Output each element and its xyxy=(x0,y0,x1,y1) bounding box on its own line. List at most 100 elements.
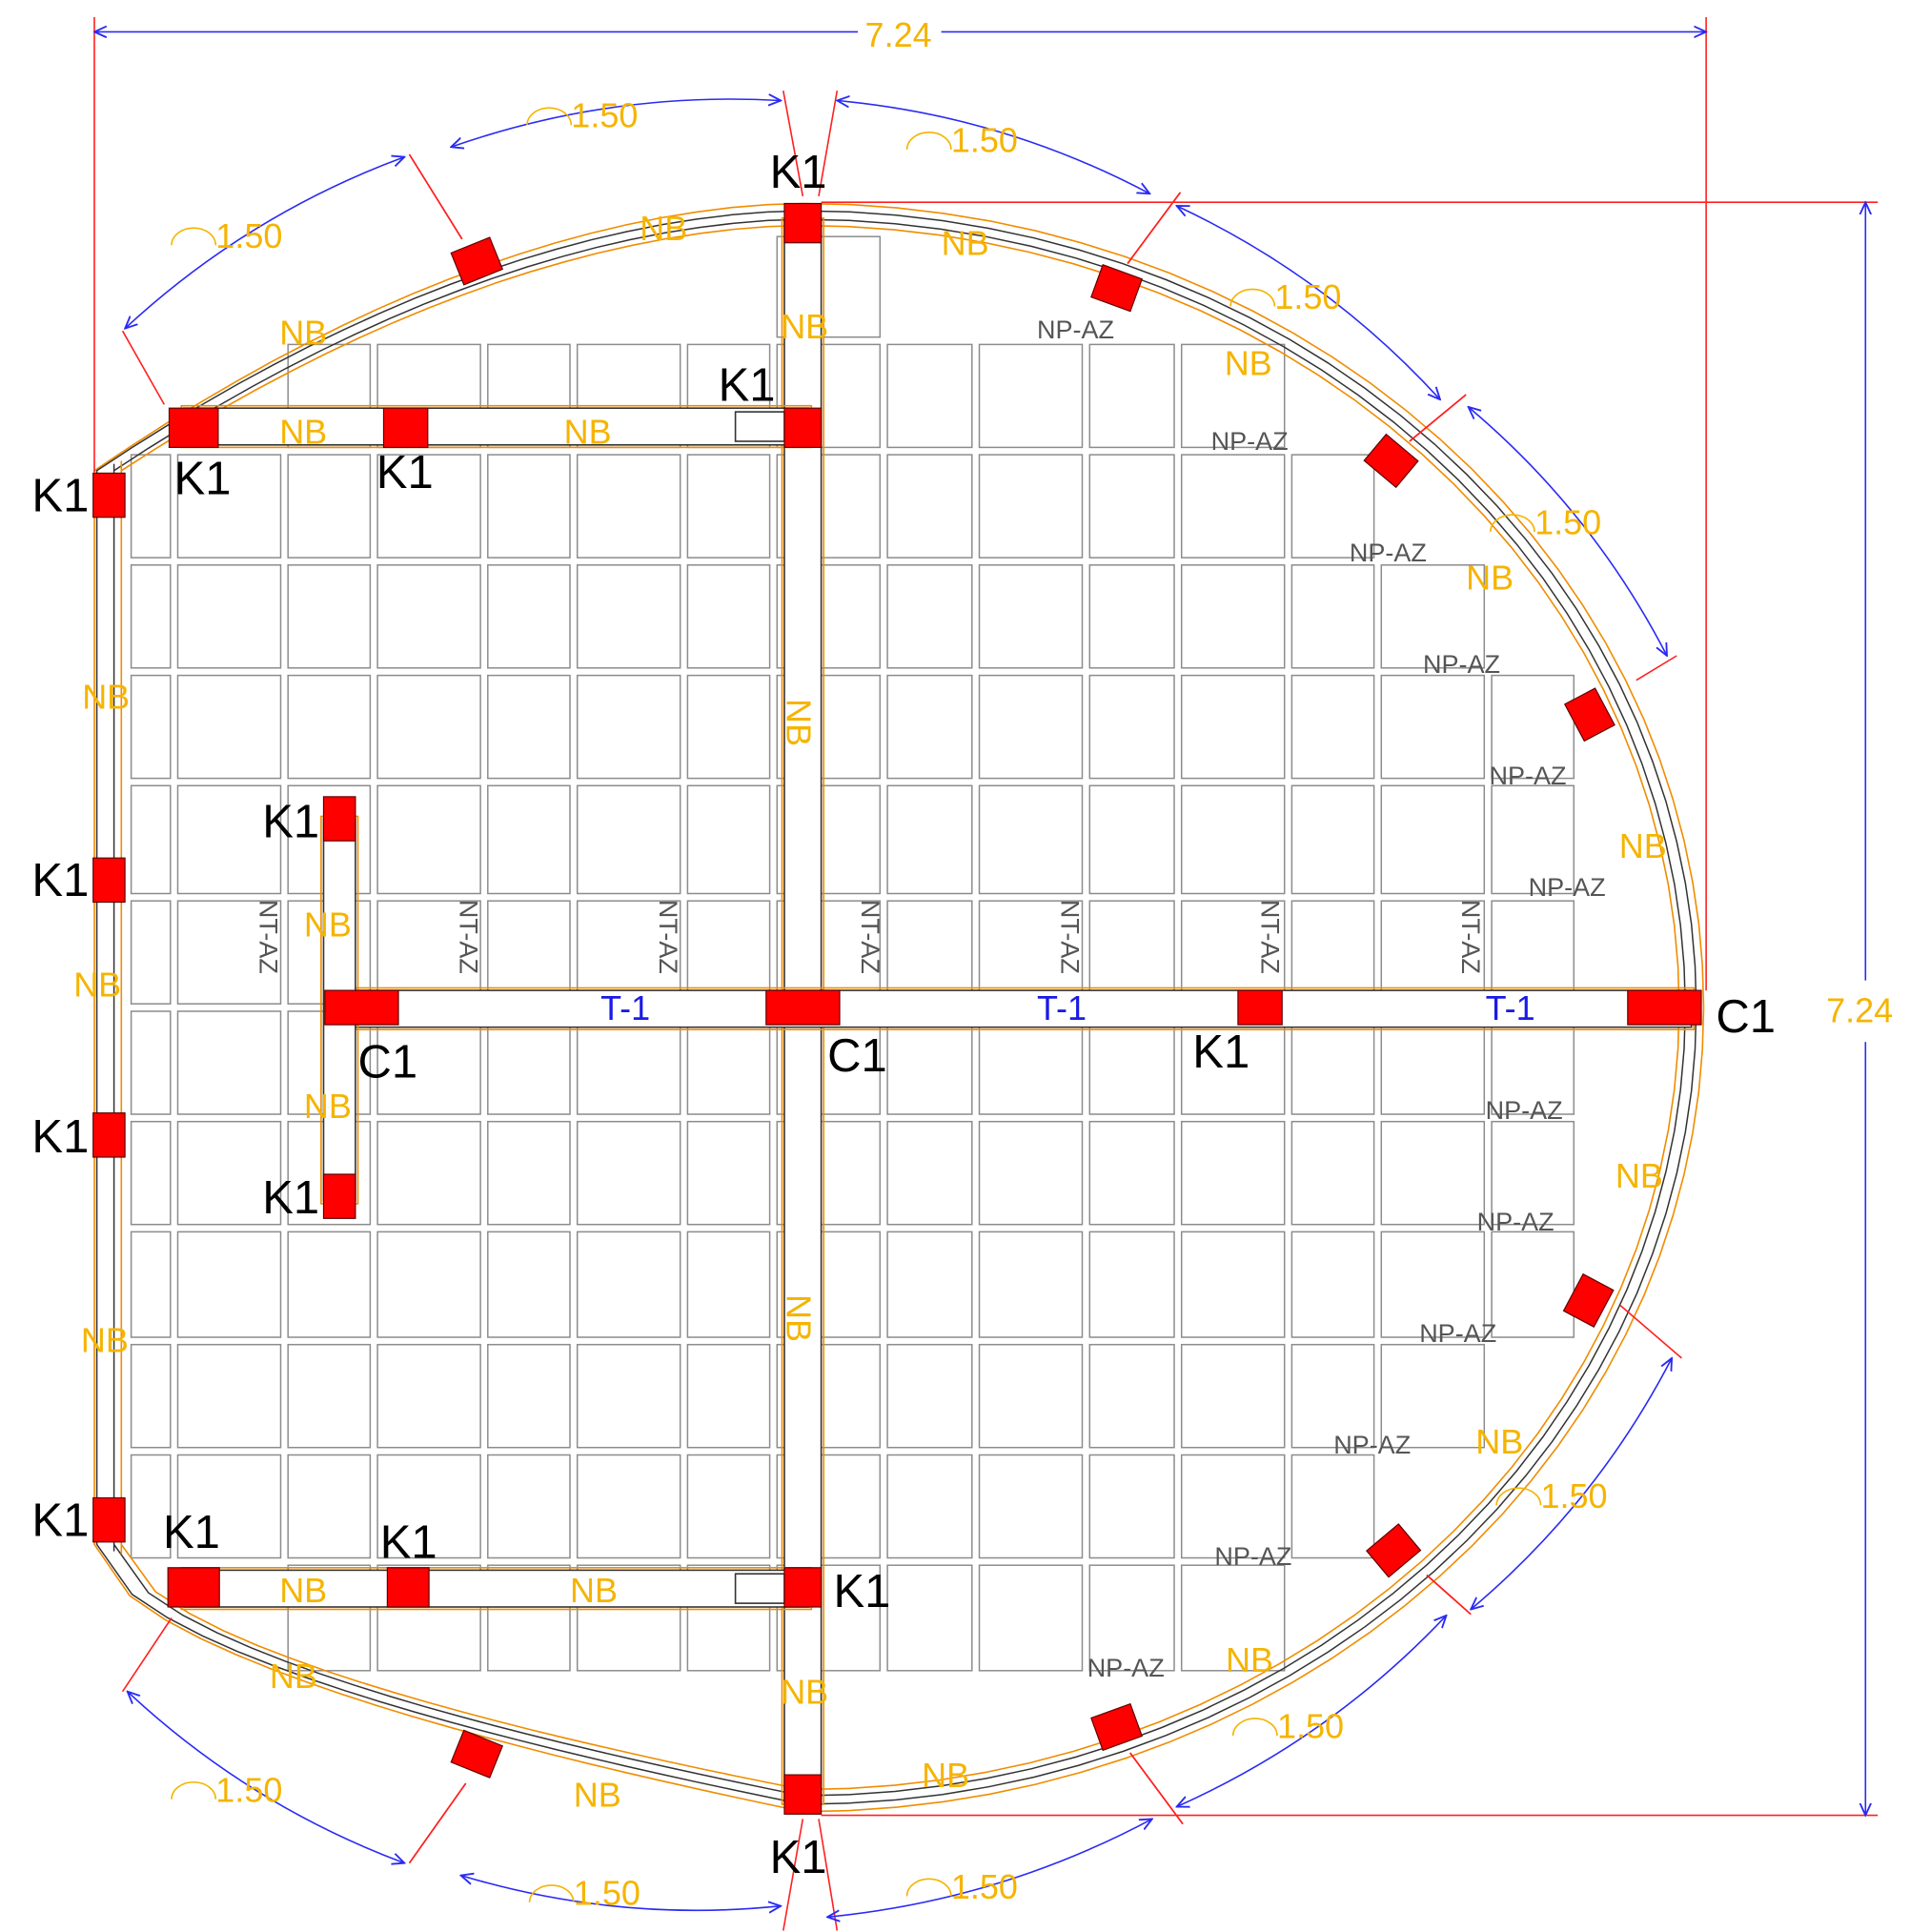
slab-panel xyxy=(1088,454,1175,559)
column-label-k1: K1 xyxy=(31,470,89,521)
slab-panel xyxy=(1180,1343,1286,1449)
slab-panel xyxy=(287,1454,372,1559)
slab-panel xyxy=(287,1230,372,1338)
slab-panel xyxy=(376,1230,481,1338)
column xyxy=(783,407,823,449)
extension-line xyxy=(1409,394,1467,442)
slab-panel xyxy=(176,1230,282,1338)
beam-label-nb: NB xyxy=(270,1657,317,1696)
extension-line xyxy=(1619,1304,1682,1359)
slab-panel xyxy=(376,1454,481,1559)
beam-stub xyxy=(734,1573,785,1604)
slab-label-nt-az: NT-AZ xyxy=(856,900,884,974)
slab-label-np-az: NP-AZ xyxy=(1423,650,1500,679)
column-label-k1: K1 xyxy=(262,1172,319,1224)
column-label-c1: C1 xyxy=(358,1036,418,1088)
slab-panel xyxy=(1290,564,1375,669)
slab-panel xyxy=(886,674,973,780)
slab-label-np-az: NP-AZ xyxy=(1211,427,1289,456)
slab-panel xyxy=(1380,1230,1486,1338)
arc-symbol-icon xyxy=(905,1878,952,1897)
dimensions xyxy=(94,17,1879,1931)
arc-symbol-icon xyxy=(1229,288,1276,307)
arc-dimension-label: 1.50 xyxy=(951,1867,1018,1906)
slab-panel xyxy=(487,454,571,559)
slab-panel xyxy=(776,674,882,780)
slab-panel xyxy=(776,1230,882,1338)
slab-panel xyxy=(1491,784,1575,895)
slab-panel xyxy=(886,784,973,895)
perimeter-beam-inner xyxy=(120,224,1680,1791)
slab-panel xyxy=(487,784,571,895)
arc-dimension-line xyxy=(128,1692,405,1863)
slab-panel xyxy=(978,674,1084,780)
slab-panel xyxy=(1088,1343,1175,1449)
beam-label-nb: NB xyxy=(780,1294,819,1342)
column-label-k1: K1 xyxy=(770,1832,827,1883)
slab-panel xyxy=(130,564,172,669)
column xyxy=(167,1567,220,1608)
extension-line xyxy=(1636,655,1677,681)
arc-symbol-icon xyxy=(171,227,217,246)
slab-panel xyxy=(978,1343,1084,1449)
upper-horizontal-beam xyxy=(183,407,810,446)
slab-panel xyxy=(130,1010,172,1115)
beam-label-nb: NB xyxy=(942,224,989,263)
slab-label-nt-az: NT-AZ xyxy=(1255,900,1284,974)
slab-panel xyxy=(776,784,882,895)
slab-panel xyxy=(487,674,571,780)
column xyxy=(450,236,504,286)
beam-label-nb: NB xyxy=(1475,1422,1523,1461)
slab-panel xyxy=(1290,1454,1375,1559)
arc-dimension-label: 1.50 xyxy=(1277,1707,1344,1746)
slab-panel xyxy=(287,674,372,780)
column xyxy=(1563,687,1615,742)
beam-label-nb: NB xyxy=(81,1321,129,1360)
arc-dimension-line xyxy=(451,99,781,147)
tie-beam-t1 xyxy=(330,989,1693,1028)
arc-dimension-line xyxy=(1469,407,1667,656)
column xyxy=(1237,989,1283,1026)
beam-label-nb: NB xyxy=(922,1756,969,1795)
column-label-c1: C1 xyxy=(827,1030,887,1082)
slab-panel xyxy=(130,1343,172,1449)
slab-panel xyxy=(978,454,1084,559)
slab-panel xyxy=(1180,1454,1286,1559)
tie-beam-label: T-1 xyxy=(1486,988,1535,1027)
slab-panel xyxy=(776,343,882,449)
slab-label-np-az: NP-AZ xyxy=(1490,762,1567,790)
arc-dimension-label: 1.50 xyxy=(571,96,638,135)
slab-panel xyxy=(978,1454,1084,1559)
slab-label-np-az: NP-AZ xyxy=(1037,315,1114,344)
column-label-k1: K1 xyxy=(31,1111,89,1163)
extension-line xyxy=(408,153,463,240)
column-label-k1: K1 xyxy=(262,796,319,847)
column xyxy=(92,1112,126,1158)
slab-panel xyxy=(376,674,481,780)
slab-panel xyxy=(1491,1230,1575,1338)
slab-panel xyxy=(886,1454,973,1559)
slab-panel xyxy=(576,674,681,780)
slab-panel xyxy=(1088,564,1175,669)
column-label-k1: K1 xyxy=(31,855,89,906)
column xyxy=(386,1567,430,1608)
label-mask xyxy=(858,11,940,54)
arc-symbol-icon xyxy=(526,107,573,126)
column-label-k1: K1 xyxy=(31,1495,89,1546)
slab-panel xyxy=(776,235,882,338)
slab-panel xyxy=(176,1010,282,1115)
perimeter-beam-line xyxy=(112,218,1687,1797)
slab-label-np-az: NP-AZ xyxy=(1477,1208,1554,1236)
slab-panel xyxy=(487,1343,571,1449)
slab-panel xyxy=(1180,784,1286,895)
slab-panel xyxy=(1088,1454,1175,1559)
arc-dimension-line xyxy=(125,157,404,329)
slab-label-np-az: NP-AZ xyxy=(1419,1319,1496,1348)
slab-panel xyxy=(686,674,771,780)
column-label-k1: K1 xyxy=(174,453,232,504)
slab-panel xyxy=(1290,1230,1375,1338)
column xyxy=(1090,264,1144,313)
overall-width-label: 7.24 xyxy=(865,15,932,54)
beam-label-nb: NB xyxy=(564,413,612,452)
slab-label-nt-az: NT-AZ xyxy=(1056,900,1085,974)
